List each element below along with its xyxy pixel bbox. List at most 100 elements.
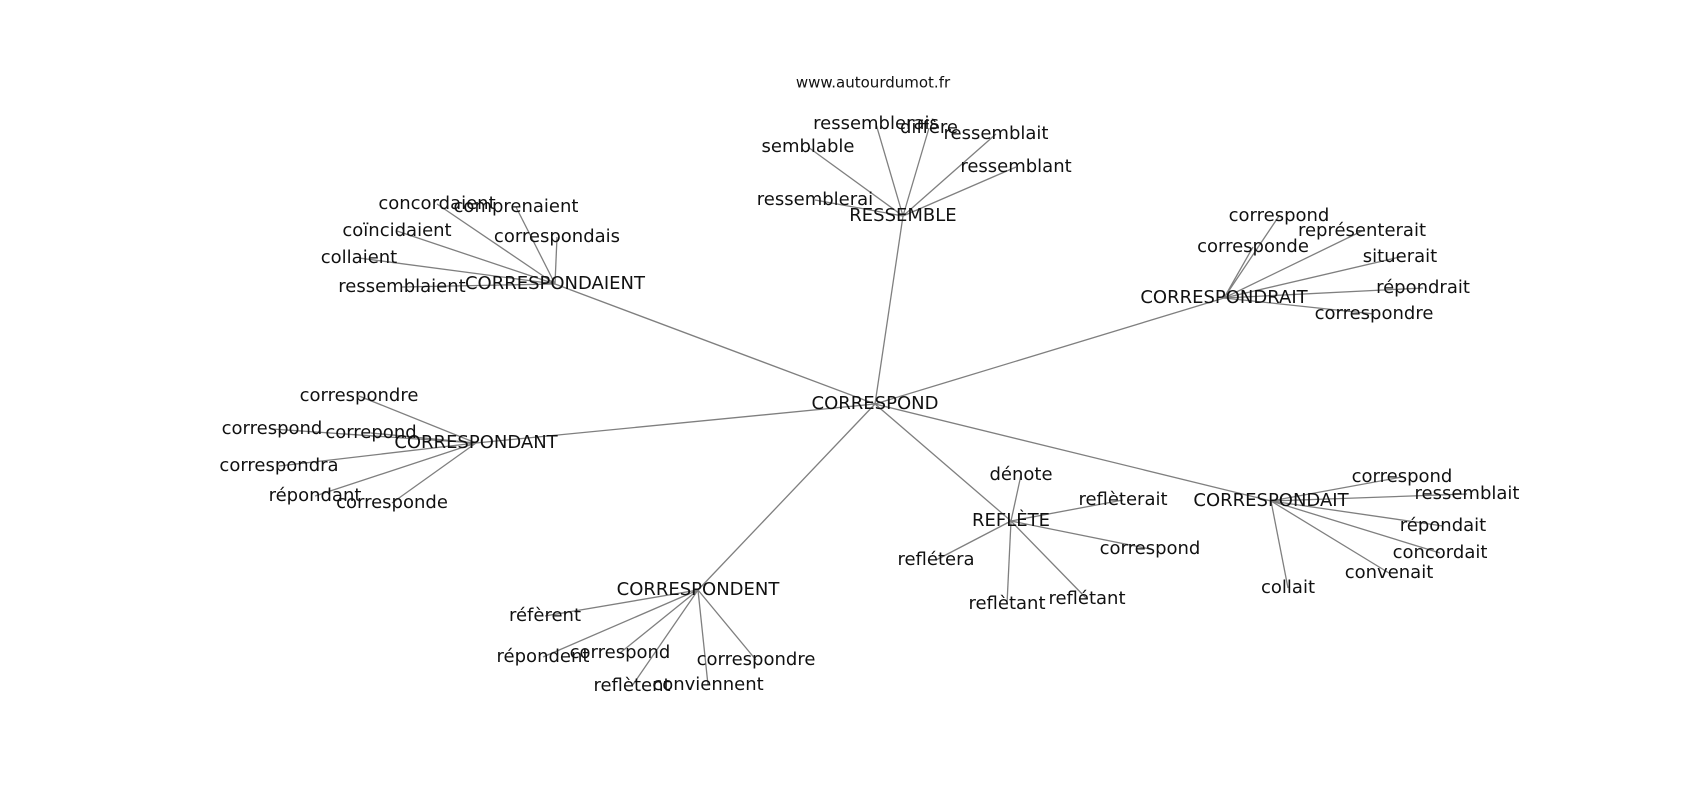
edge-correspondait-to-collait: [1270, 500, 1289, 589]
leaf-node-ressemble-ressemblerais: ressemblerais: [813, 113, 939, 134]
leaf-node-correspondant-repondant: répondant: [269, 485, 362, 506]
hub-node-ressemble: RESSEMBLE: [849, 205, 956, 226]
edge-correspondaient-to-comprenaient: [515, 206, 556, 285]
leaf-node-correspondaient-correspondais: correspondais: [494, 226, 620, 247]
hub-node-correspondait: CORRESPONDAIT: [1193, 490, 1349, 511]
watermark-text: www.autourdumot.fr: [796, 74, 951, 92]
edge-ressemble-to-ressemblant: [902, 166, 1017, 217]
leaf-node-correspondait-repondait: répondait: [1400, 515, 1486, 536]
edge-center-to-reflete: [874, 403, 1012, 522]
edge-correspondrait-to-situerait: [1223, 256, 1401, 299]
edge-reflete-to-refleterait: [1010, 499, 1124, 522]
edge-ressemble-to-ressemblait: [902, 133, 997, 217]
edge-reflete-to-refletant: [1006, 520, 1012, 605]
graph-labels: www.autourdumot.fr CORRESPONDRESSEMBLEre…: [219, 74, 1519, 697]
edge-correspondent-to-referent: [544, 589, 699, 617]
edge-correspondent-to-correspondre: [697, 589, 757, 661]
leaf-node-correspondant-correspondra: correspondra: [219, 455, 338, 476]
edge-correspondrait-to-correspondre: [1223, 297, 1375, 315]
leaf-node-correspondent-correspondre: correspondre: [697, 649, 816, 670]
edge-correspondait-to-correspond: [1270, 476, 1403, 502]
leaf-node-reflete-denote: dénote: [989, 464, 1052, 485]
leaf-node-correspondrait-corresponde: corresponde: [1197, 236, 1309, 257]
edge-correspondaient-to-ressemblaient: [401, 283, 556, 288]
edge-center-to-correspondent: [697, 403, 876, 591]
leaf-node-correspondant-correspond: correspond: [222, 418, 323, 439]
leaf-node-correspondait-correspond: correspond: [1352, 466, 1453, 487]
leaf-node-reflete-refleterait: reflèterait: [1078, 489, 1167, 510]
edge-correspondait-to-repondait: [1270, 500, 1444, 527]
hub-node-correspondaient: CORRESPONDAIENT: [465, 273, 646, 294]
edge-ressemble-to-ressemblerai: [814, 199, 904, 217]
hub-node-correspondent: CORRESPONDENT: [617, 579, 781, 600]
edge-reflete-to-denote: [1010, 474, 1022, 522]
leaf-node-ressemble-ressemblait: ressemblait: [944, 123, 1049, 144]
center-word-node: CORRESPOND: [812, 393, 939, 414]
edge-reflete-to-refletant: [1010, 520, 1088, 600]
edge-correspondent-to-refletent: [631, 589, 699, 687]
leaf-node-correspondaient-collaient: collaient: [321, 247, 397, 268]
edge-correspondait-to-concordait: [1270, 500, 1441, 554]
leaf-node-correspondent-correspond: correspond: [570, 642, 671, 663]
leaf-node-correspondaient-concordaient: concordaient: [378, 193, 495, 214]
edge-correspondent-to-correspond: [619, 589, 699, 654]
edge-reflete-to-correspond: [1010, 520, 1151, 550]
edge-correspondant-to-correspondra: [278, 442, 477, 467]
leaf-node-correspondrait-correspond: correspond: [1229, 205, 1330, 226]
edge-correspondrait-to-repondrait: [1223, 287, 1424, 299]
leaf-node-reflete-refletera: reflétera: [897, 549, 974, 570]
leaf-node-correspondant-correspondre: correspondre: [300, 385, 419, 406]
leaf-node-correspondait-collait: collait: [1261, 577, 1315, 598]
edge-correspondant-to-repondant: [314, 442, 477, 497]
edge-correspondrait-to-representerait: [1223, 230, 1363, 299]
edge-correspondent-to-conviennent: [697, 589, 709, 686]
edge-correspondait-to-convenait: [1270, 500, 1390, 574]
edge-center-to-correspondaient: [554, 283, 876, 405]
leaf-node-correspondait-concordait: concordait: [1393, 542, 1488, 563]
hub-node-correspondant: CORRESPONDANT: [394, 432, 558, 453]
edge-correspondrait-to-correspond: [1223, 215, 1280, 299]
leaf-node-correspondrait-correspondre: correspondre: [1315, 303, 1434, 324]
leaf-node-correspondent-conviennent: conviennent: [652, 674, 763, 695]
leaf-node-correspondrait-situerait: situerait: [1363, 246, 1437, 267]
edge-ressemble-to-ressemblerais: [875, 123, 904, 217]
edge-correspondant-to-correpond: [370, 432, 477, 444]
leaf-node-correspondant-correpond: correpond: [325, 422, 416, 443]
leaf-node-correspondait-ressemblait: ressemblait: [1415, 483, 1520, 504]
edge-correspondaient-to-collaient: [358, 257, 556, 285]
leaf-node-reflete-refletant: reflétant: [1048, 588, 1125, 609]
edge-correspondant-to-corresponde: [391, 442, 477, 504]
hub-node-reflete: REFLÈTE: [972, 509, 1050, 531]
edge-correspondaient-to-coincidaient: [396, 230, 556, 285]
graph-edges: [271, 123, 1468, 687]
leaf-node-ressemble-differe: diffère: [900, 117, 958, 138]
hub-node-correspondrait: CORRESPONDRAIT: [1140, 287, 1308, 308]
edge-correspondent-to-repondent: [542, 589, 699, 658]
leaf-node-correspondent-refletent: reflètent: [593, 675, 670, 696]
leaf-node-correspondent-repondent: répondent: [497, 646, 590, 667]
edge-reflete-to-refletera: [935, 520, 1012, 561]
edge-correspondaient-to-correspondais: [554, 236, 558, 285]
leaf-node-ressemble-ressemblant: ressemblant: [960, 156, 1071, 177]
leaf-node-ressemble-ressemblerai: ressemblerai: [757, 189, 873, 210]
edge-center-to-correspondrait: [874, 297, 1225, 405]
edge-center-to-correspondait: [874, 403, 1272, 502]
leaf-node-correspondaient-ressemblaient: ressemblaient: [338, 276, 465, 297]
edge-correspondrait-to-corresponde: [1223, 246, 1254, 299]
leaf-node-correspondaient-comprenaient: comprenaient: [454, 196, 579, 217]
edge-correspondait-to-ressemblait: [1270, 493, 1468, 502]
edge-correspondant-to-correspondre: [358, 395, 477, 444]
leaf-node-correspondrait-repondrait: répondrait: [1376, 277, 1470, 298]
edge-ressemble-to-differe: [902, 127, 930, 217]
edge-correspondaient-to-concordaient: [436, 203, 556, 285]
edge-correspondant-to-correspond: [271, 428, 477, 444]
leaf-node-reflete-correspond: correspond: [1100, 538, 1201, 559]
leaf-node-ressemble-semblable: semblable: [762, 136, 855, 157]
leaf-node-correspondent-referent: réfèrent: [509, 605, 581, 626]
leaf-node-correspondait-convenait: convenait: [1345, 562, 1434, 583]
edge-center-to-correspondant: [475, 403, 876, 444]
edge-ressemble-to-semblable: [807, 146, 904, 217]
leaf-node-correspondaient-coincidaient: coïncidaient: [342, 220, 451, 241]
edge-center-to-ressemble: [874, 215, 904, 405]
